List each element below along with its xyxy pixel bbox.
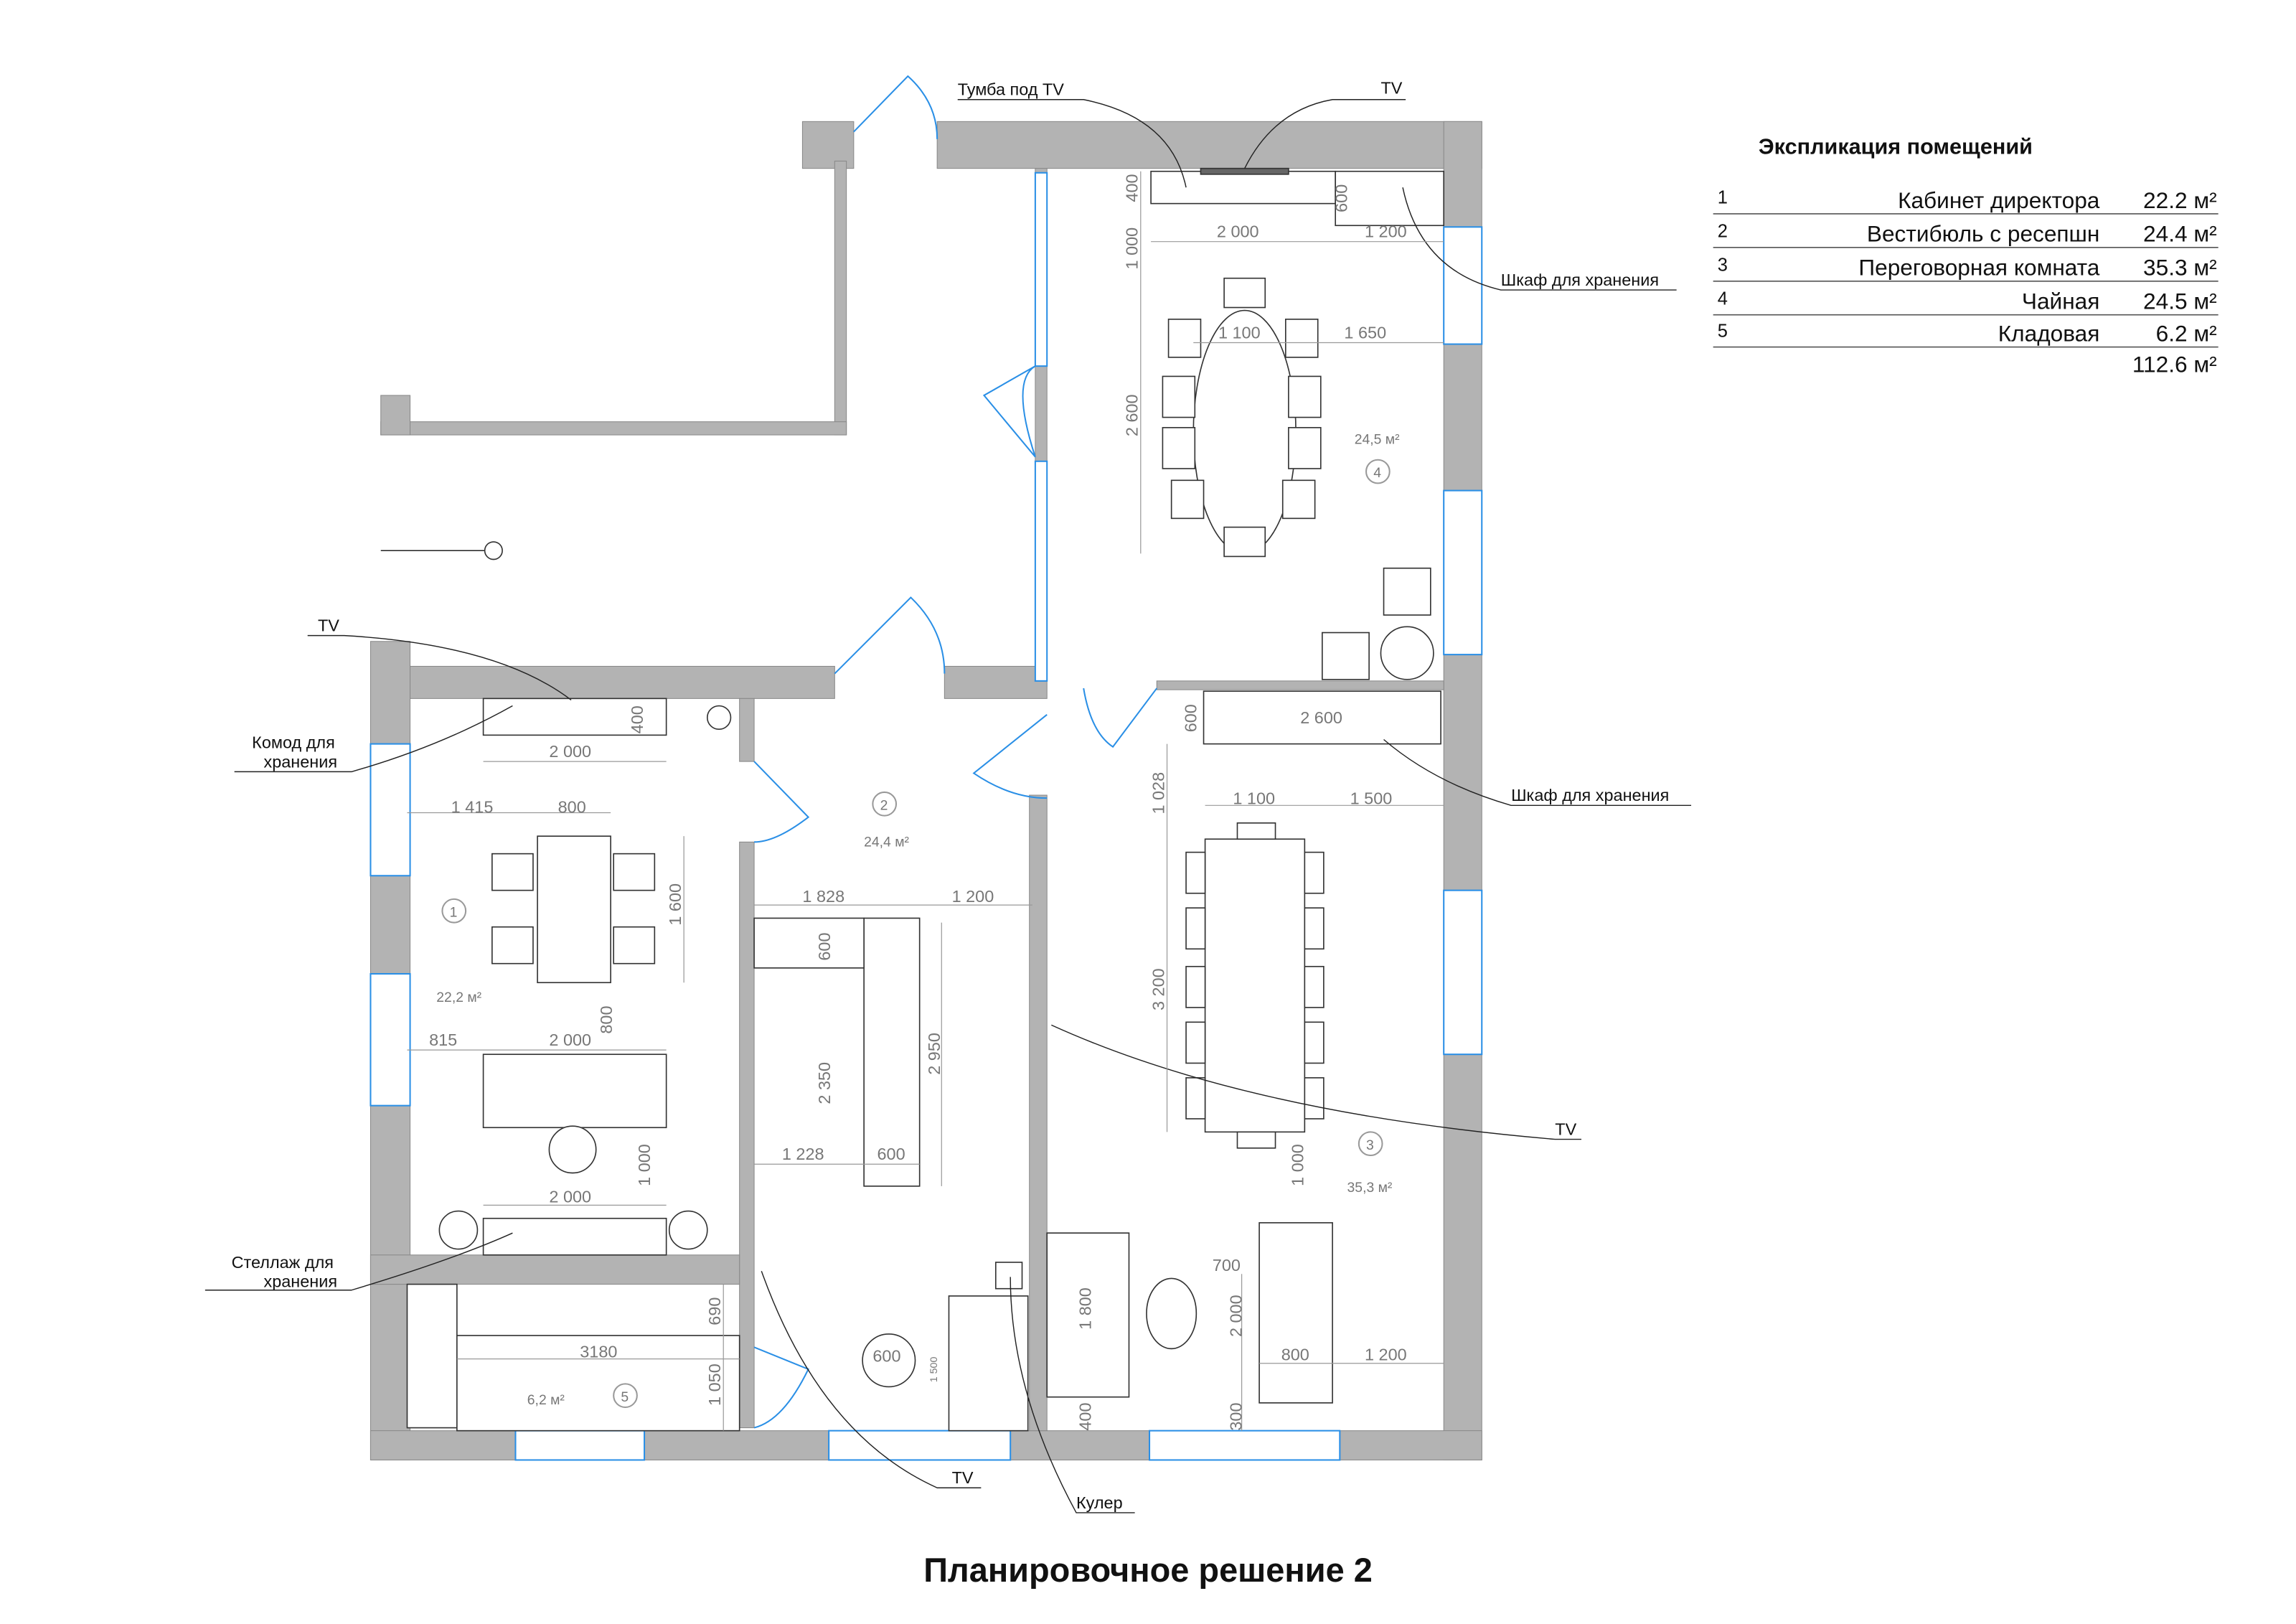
room-5-number: 5	[621, 1389, 629, 1405]
cooler-table-size: 600	[872, 1347, 900, 1366]
dim: 400	[628, 705, 646, 733]
callout-cabinet-mid: Шкаф для хранения	[1511, 786, 1669, 804]
callout-tv-top: TV	[1380, 79, 1402, 98]
row-1-area: 22.2 м²	[2143, 187, 2217, 213]
room-3-number: 3	[1366, 1137, 1374, 1153]
dim: 2 000	[1227, 1295, 1246, 1337]
dim: 2 600	[1123, 394, 1142, 436]
room-5-area: 6,2 м²	[527, 1392, 565, 1408]
callout-rack-1: Стеллаж для	[232, 1253, 334, 1272]
total-area: 112.6 м²	[2132, 351, 2217, 377]
dim: 1 415	[451, 798, 494, 817]
dim: 1 200	[1365, 222, 1407, 241]
windows	[370, 172, 1483, 1461]
dim: 1 828	[802, 887, 844, 906]
callout-dresser-2: хранения	[263, 752, 337, 771]
row-2-name: Вестибюль с ресепшн	[1867, 221, 2099, 247]
dim: 2 000	[549, 1031, 591, 1049]
dim: 1 000	[1288, 1144, 1307, 1186]
dim: 300	[1227, 1403, 1246, 1431]
row-3-name: Переговорная комната	[1858, 255, 2099, 281]
dim: 800	[1281, 1346, 1309, 1364]
dim: 1 000	[635, 1144, 654, 1186]
room-labels: 24,5 м² 4 2 24,4 м² 1 22,2 м² 3 35,3 м² …	[436, 431, 1400, 1409]
page-title: Планировочное решение 2	[923, 1552, 1373, 1589]
dim: 815	[429, 1031, 457, 1049]
dim: 2 000	[549, 742, 591, 761]
callouts: Тумба под TV TV Шкаф для хранения Шкаф д…	[204, 79, 1692, 1513]
row-5-area: 6.2 м²	[2156, 320, 2217, 346]
room-4-area: 24,5 м²	[1355, 431, 1400, 447]
dim: 700	[1213, 1256, 1241, 1275]
row-1-num: 1	[1718, 188, 1728, 208]
row-3-num: 3	[1718, 255, 1728, 276]
room-1-area: 22,2 м²	[436, 990, 481, 1005]
row-4-num: 4	[1718, 288, 1728, 309]
dim: 800	[597, 1006, 616, 1034]
dim: 2 350	[815, 1062, 834, 1104]
row-4-name: Чайная	[2022, 288, 2099, 314]
dim: 1 100	[1233, 789, 1275, 807]
dim: 600	[877, 1145, 905, 1163]
dim: 400	[1123, 174, 1142, 202]
callout-tv-bottom: TV	[952, 1468, 974, 1487]
doors	[753, 75, 1158, 1429]
dim: 1 800	[1076, 1287, 1094, 1330]
dim: 400	[1076, 1403, 1094, 1431]
dim: 1 028	[1149, 772, 1167, 815]
room-3-area: 35,3 м²	[1347, 1180, 1393, 1196]
furniture	[380, 167, 1445, 1432]
dim: 3 200	[1149, 968, 1167, 1010]
row-5-num: 5	[1718, 321, 1728, 341]
dim: 2 600	[1300, 708, 1342, 727]
callout-rack-2: хранения	[263, 1272, 337, 1291]
dim: 600	[815, 932, 834, 960]
row-5-name: Кладовая	[1998, 320, 2100, 346]
dim: 1 650	[1344, 323, 1386, 342]
dim: 1 200	[952, 887, 994, 906]
dim: 1 200	[1365, 1346, 1407, 1364]
dimensions: 400 1 000 2 600 2 000 1 200 600 1 100 1 …	[407, 171, 1444, 1431]
row-2-num: 2	[1718, 222, 1728, 242]
room-1-number: 1	[450, 904, 458, 920]
dim: 2 950	[925, 1033, 944, 1075]
room-2-area: 24,4 м²	[864, 834, 909, 850]
callout-cooler: Кулер	[1076, 1493, 1123, 1512]
explication-heading: Экспликация помещений	[1759, 134, 2033, 159]
dim: 1 100	[1218, 323, 1261, 342]
row-3-area: 35.3 м²	[2143, 255, 2217, 281]
dim: 1 050	[705, 1363, 724, 1406]
callout-tv-stand: Тумба под TV	[958, 80, 1065, 99]
dim: 1 600	[666, 883, 684, 926]
dim: 600	[1181, 704, 1200, 732]
dim: 690	[705, 1297, 724, 1325]
dim: 1 228	[782, 1145, 824, 1163]
row-2-area: 24.4 м²	[2143, 221, 2217, 247]
dim: 3180	[580, 1343, 617, 1361]
explication-table: Экспликация помещений 1 Кабинет директор…	[1713, 134, 2219, 377]
dim: 2 000	[1217, 222, 1259, 241]
callout-tv-office: TV	[318, 616, 339, 634]
dim: 1 500	[1350, 789, 1393, 807]
row-4-area: 24.5 м²	[2143, 288, 2217, 314]
dim: 1 500	[928, 1357, 940, 1383]
dim: 2 000	[549, 1187, 591, 1206]
row-1-name: Кабинет директора	[1898, 187, 2100, 213]
dim: 800	[558, 798, 586, 817]
dim: 1 000	[1123, 227, 1142, 270]
room-2-number: 2	[880, 797, 888, 813]
room-4-number: 4	[1373, 465, 1381, 481]
callout-dresser-1: Комод для	[252, 733, 335, 752]
dim: 600	[1332, 184, 1351, 212]
callout-cabinet-top: Шкаф для хранения	[1501, 271, 1659, 289]
callout-tv-meeting: TV	[1555, 1120, 1576, 1138]
